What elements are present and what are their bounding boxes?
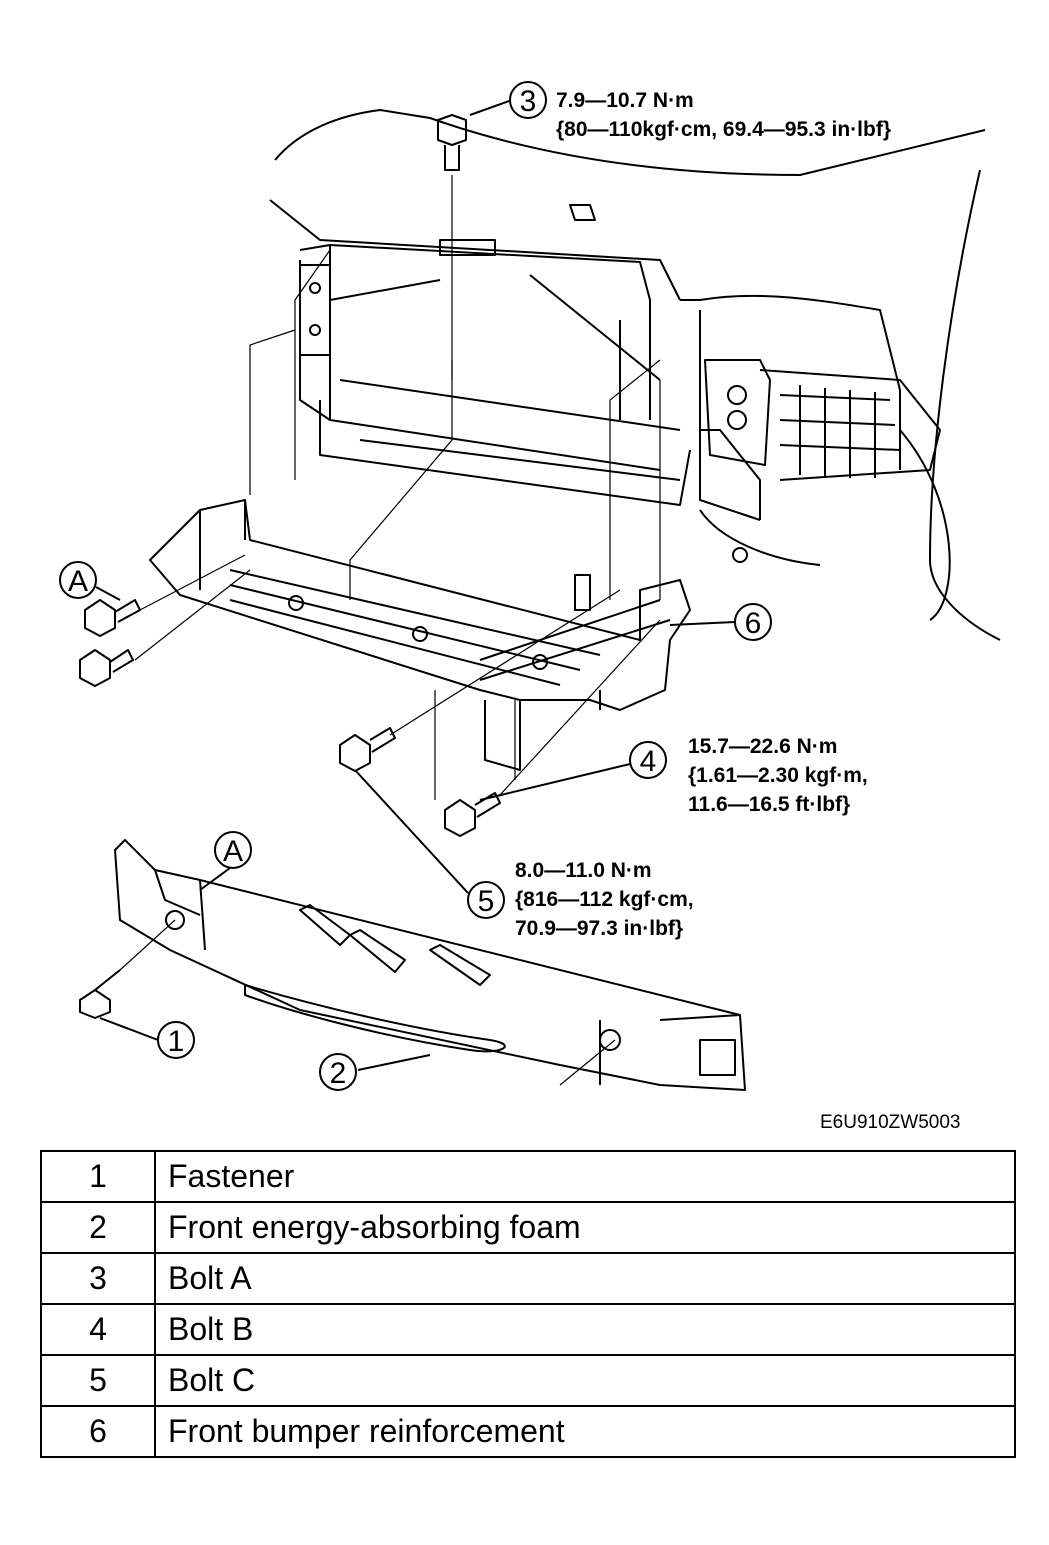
svg-text:6: 6 [745,607,762,640]
part-number: 2 [40,1201,156,1254]
callout-4: 4 [629,741,667,779]
part-name: Front energy-absorbing foam [154,1201,1016,1254]
figure-id: E6U910ZW5003 [820,1112,961,1133]
svg-text:5: 5 [478,885,495,918]
table-row: 5 Bolt C [40,1354,1016,1407]
callout-3: 3 [509,81,547,119]
table-row: 1 Fastener [40,1150,1016,1203]
callout-1: 1 [157,1021,195,1059]
svg-text:4: 4 [640,745,657,778]
bolt-left-upper-icon [84,599,141,637]
part-name: Bolt B [154,1303,1016,1356]
svg-text:1: 1 [168,1025,185,1058]
table-row: 2 Front energy-absorbing foam [40,1201,1016,1254]
alignment-lines [119,175,661,1086]
vehicle-front-structure [269,109,1001,641]
torque-spec-bolt-c: 8.0—11.0 N·m {816—112 kgf·cm, 70.9—97.3 … [515,856,694,943]
svg-text:3: 3 [520,85,537,118]
callout-a-bottom: A [214,831,252,869]
part-number: 6 [40,1405,156,1458]
front-bumper-reinforcement [149,499,691,771]
table-row: 4 Bolt B [40,1303,1016,1356]
torque-spec-line: 15.7—22.6 N·m [688,735,838,758]
part-number: 1 [40,1150,156,1203]
part-name: Front bumper reinforcement [154,1405,1016,1458]
table-row: 3 Bolt A [40,1252,1016,1305]
part-name: Bolt C [154,1354,1016,1407]
torque-spec-line: 8.0—11.0 N·m [515,859,652,882]
torque-spec-line: {816—112 kgf·cm, [515,888,694,911]
part-number: 3 [40,1252,156,1305]
svg-text:A: A [223,835,243,868]
leader-lines [95,99,736,1071]
torque-spec-line: {80—110kgf·cm, 69.4—95.3 in·lbf} [556,118,891,141]
svg-text:2: 2 [330,1057,347,1090]
callout-2: 2 [319,1053,357,1091]
table-row: 6 Front bumper reinforcement [40,1405,1016,1458]
torque-spec-bolt-b: 15.7—22.6 N·m {1.61—2.30 kgf·m, 11.6—16.… [688,732,868,819]
bolt-a-icon [437,114,467,171]
svg-text:A: A [68,565,88,598]
bolt-left-lower-icon [79,649,134,687]
part-number: 5 [40,1354,156,1407]
part-number: 4 [40,1303,156,1356]
bolt-c-icon [339,727,396,772]
exploded-view-diagram: 3 6 4 5 A A 1 2 [59,81,1001,1091]
fastener-icon [79,969,121,1019]
torque-spec-bolt-a: 7.9—10.7 N·m {80—110kgf·cm, 69.4—95.3 in… [556,86,891,144]
bolt-b-icon [444,792,501,837]
torque-spec-line: 7.9—10.7 N·m [556,89,694,112]
parts-legend-table: 1 Fastener 2 Front energy-absorbing foam… [40,1150,1016,1458]
torque-spec-line: 70.9—97.3 in·lbf} [515,917,684,940]
callout-6: 6 [734,603,772,641]
torque-spec-line: {1.61—2.30 kgf·m, [688,764,868,787]
callout-5: 5 [467,881,505,919]
callout-a-top: A [59,561,97,599]
torque-spec-line: 11.6—16.5 ft·lbf} [688,793,851,816]
part-name: Bolt A [154,1252,1016,1305]
part-name: Fastener [154,1150,1016,1203]
